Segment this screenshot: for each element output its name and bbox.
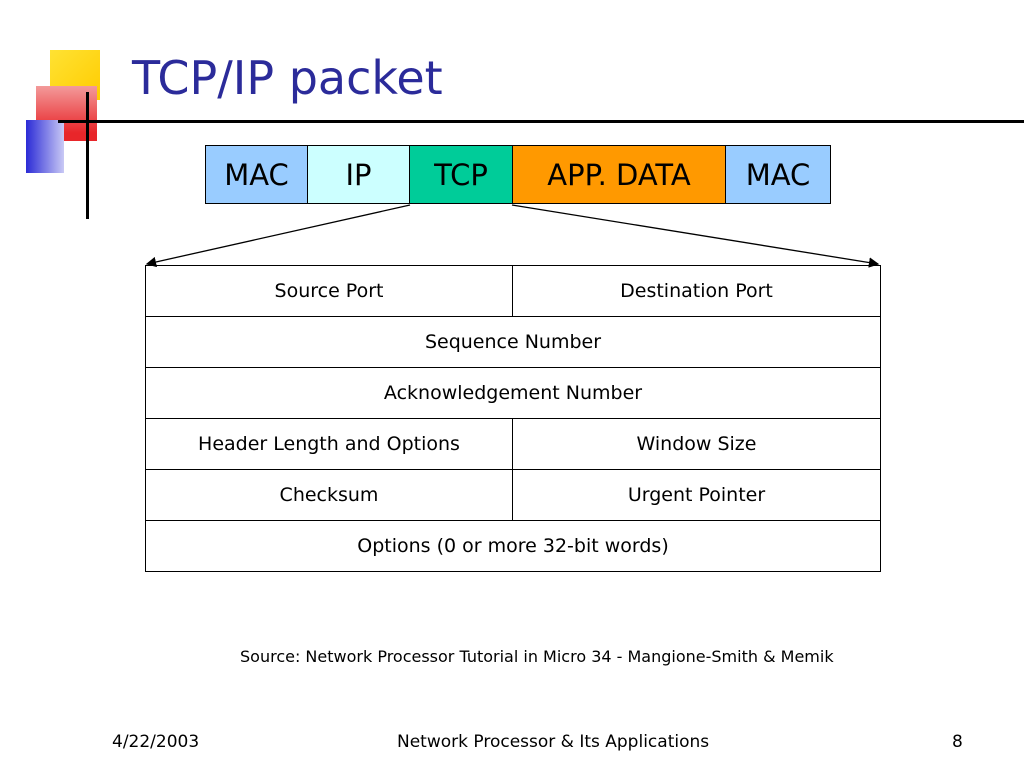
slide-title: TCP/IP packet [132,51,443,105]
packet-segment-app-data: APP. DATA [513,146,726,203]
packet-segment-mac-tail: MAC [726,146,830,203]
footer-title: Network Processor & Its Applications [397,732,710,752]
field-checksum: Checksum [145,469,513,521]
logo-vertical-line [86,92,89,219]
packet-segment-label: APP. DATA [547,157,691,192]
footer-page-number: 8 [952,732,963,752]
field-sequence-number: Sequence Number [145,316,881,368]
field-urgent-pointer: Urgent Pointer [512,469,881,521]
table-row: Acknowledgement Number [145,367,881,419]
field-destination-port: Destination Port [512,265,881,317]
packet-segment-tcp: TCP [410,146,513,203]
source-citation: Source: Network Processor Tutorial in Mi… [240,647,834,666]
table-row: Sequence Number [145,316,881,368]
packet-segment-label: MAC [224,157,289,192]
packet-segment-mac-head: MAC [206,146,308,203]
packet-bar: MAC IP TCP APP. DATA MAC [205,145,831,204]
tcp-header-table: Source Port Destination Port Sequence Nu… [145,265,881,572]
table-row: Header Length and Options Window Size [145,418,881,470]
title-underline [58,120,1024,123]
table-row: Source Port Destination Port [145,265,881,317]
field-options: Options (0 or more 32-bit words) [145,520,881,572]
right-expansion-arrow [511,204,880,268]
table-row: Checksum Urgent Pointer [145,469,881,521]
left-expansion-arrow [145,204,411,268]
packet-segment-label: TCP [434,157,488,192]
packet-segment-ip: IP [308,146,410,203]
table-row: Options (0 or more 32-bit words) [145,520,881,572]
footer-date: 4/22/2003 [112,732,200,752]
logo-blue-square [26,120,64,173]
field-header-length: Header Length and Options [145,418,513,470]
field-window-size: Window Size [512,418,881,470]
packet-segment-label: IP [345,157,372,192]
field-source-port: Source Port [145,265,513,317]
packet-segment-label: MAC [745,157,811,192]
field-acknowledgement-number: Acknowledgement Number [145,367,881,419]
